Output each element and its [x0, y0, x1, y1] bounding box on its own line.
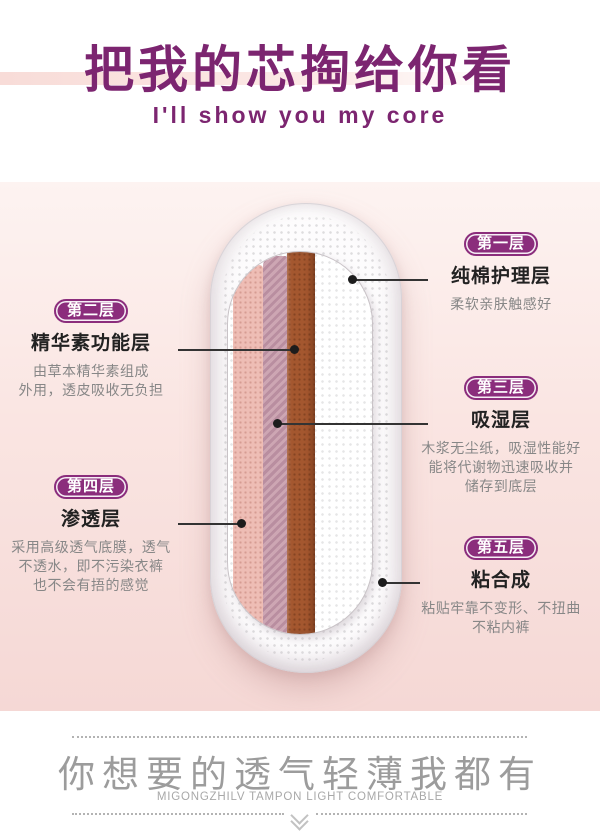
- layer-4-desc-line: 不透水，即不污染衣裤: [18, 558, 164, 574]
- callout-dot-layer-3: [273, 419, 282, 428]
- footer-headline: 你想要的透气轻薄我都有: [58, 754, 542, 795]
- callout-dot-layer-2: [290, 345, 299, 354]
- layer-4-name: 渗透层: [60, 509, 121, 530]
- layer-2-desc-line: 由草本精华素组成: [33, 363, 149, 379]
- layer-3-name: 吸湿层: [470, 410, 531, 431]
- layer-1-desc: 柔软亲肤触感好: [405, 295, 597, 314]
- layer-4-callout: 第四层 渗透层 采用高级透气底膜，透气 不透水，即不污染衣裤 也不会有捂的感觉: [2, 475, 180, 595]
- callout-dot-layer-5: [378, 578, 387, 587]
- layer-2-desc-line: 外用，透皮吸收无负担: [18, 382, 164, 398]
- layer-4-badge: 第四层: [53, 475, 128, 499]
- layer-3-desc: 木浆无尘纸，吸湿性能好 能将代谢物迅速吸收并 储存到底层: [405, 439, 597, 496]
- essence-layer-strip: [233, 265, 263, 629]
- layer-2-callout: 第二层 精华素功能层 由草本精华素组成 外用，透皮吸收无负担: [2, 299, 180, 400]
- footer: [0, 711, 600, 832]
- layer-5-callout: 第五层 粘合成 粘贴牢靠不变形、不扭曲 不粘内裤: [405, 536, 597, 637]
- title-highlight-stripe: [0, 72, 600, 85]
- layer-3-desc-line: 木浆无尘纸，吸湿性能好: [421, 440, 581, 456]
- callout-line-layer-4: [178, 523, 241, 525]
- layer-4-desc: 采用高级透气底膜，透气 不透水，即不污染衣裤 也不会有捂的感觉: [2, 538, 180, 595]
- layer-4-desc-line: 采用高级透气底膜，透气: [11, 539, 171, 555]
- pad-core-cutaway: [227, 251, 373, 635]
- layer-1-badge: 第一层: [463, 232, 538, 256]
- layer-5-desc: 粘贴牢靠不变形、不扭曲 不粘内裤: [405, 599, 597, 637]
- layer-5-name: 粘合成: [470, 570, 531, 591]
- page-title: 把我的芯掏给你看: [84, 42, 516, 98]
- page-subtitle: I'll show you my core: [152, 102, 448, 128]
- layer-5-desc-line: 不粘内裤: [472, 619, 530, 635]
- footer-bottom-dotted-line-left: [72, 813, 284, 815]
- footer-top-dotted-line: [72, 736, 527, 738]
- layer-1-desc-line: 柔软亲肤触感好: [450, 296, 552, 312]
- layer-2-desc: 由草本精华素组成 外用，透皮吸收无负担: [2, 362, 180, 400]
- callout-line-layer-5: [382, 582, 420, 584]
- callout-line-layer-3: [277, 423, 428, 425]
- callout-line-layer-1: [352, 279, 428, 281]
- absorbent-layer-strip: [287, 252, 315, 634]
- layer-3-desc-line: 能将代谢物迅速吸收并: [428, 459, 574, 475]
- permeable-layer-strip: [263, 256, 287, 634]
- footer-subheadline: MIGONGZHILV TAMPON LIGHT COMFORTABLE: [156, 791, 444, 803]
- layer-5-badge: 第五层: [463, 536, 538, 560]
- layer-3-badge: 第三层: [463, 376, 538, 400]
- callout-dot-layer-4: [237, 519, 246, 528]
- layer-2-badge: 第二层: [53, 299, 128, 323]
- callout-dot-layer-1: [348, 275, 357, 284]
- callout-line-layer-2: [178, 349, 294, 351]
- footer-bottom-dotted-line-right: [316, 813, 527, 815]
- pad-illustration: [210, 203, 402, 673]
- layer-5-desc-line: 粘贴牢靠不变形、不扭曲: [421, 600, 581, 616]
- header: 把我的芯掏给你看 I'll show you my core: [0, 0, 600, 182]
- layer-1-callout: 第一层 纯棉护理层 柔软亲肤触感好: [405, 232, 597, 314]
- layer-1-name: 纯棉护理层: [450, 266, 551, 287]
- layer-3-desc-line: 储存到底层: [464, 478, 538, 494]
- layer-3-callout: 第三层 吸湿层 木浆无尘纸，吸湿性能好 能将代谢物迅速吸收并 储存到底层: [405, 376, 597, 496]
- layer-4-desc-line: 也不会有捂的感觉: [33, 577, 149, 593]
- layer-2-name: 精华素功能层: [30, 333, 151, 354]
